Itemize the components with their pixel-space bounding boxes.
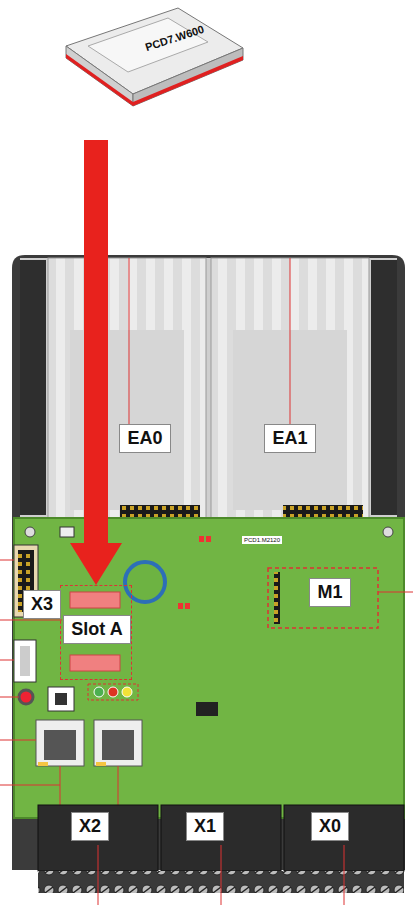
insert-arrow [70, 140, 122, 585]
connector-label: M1 [309, 578, 350, 607]
slot-region: Slot A [60, 585, 132, 680]
terminal-label: X0 [311, 812, 349, 841]
terminal-label: X1 [186, 812, 224, 841]
connector-label: X3 [23, 590, 61, 619]
slot-label: Slot A [63, 615, 130, 644]
plug-in-module: PCD7.W600 [58, 6, 248, 110]
module-label: EA1 [264, 424, 315, 453]
terminal-label: X2 [71, 812, 109, 841]
board-sticker: PCD1.M2120 [242, 536, 282, 544]
module-outline [58, 6, 248, 110]
module-label: EA0 [119, 424, 170, 453]
